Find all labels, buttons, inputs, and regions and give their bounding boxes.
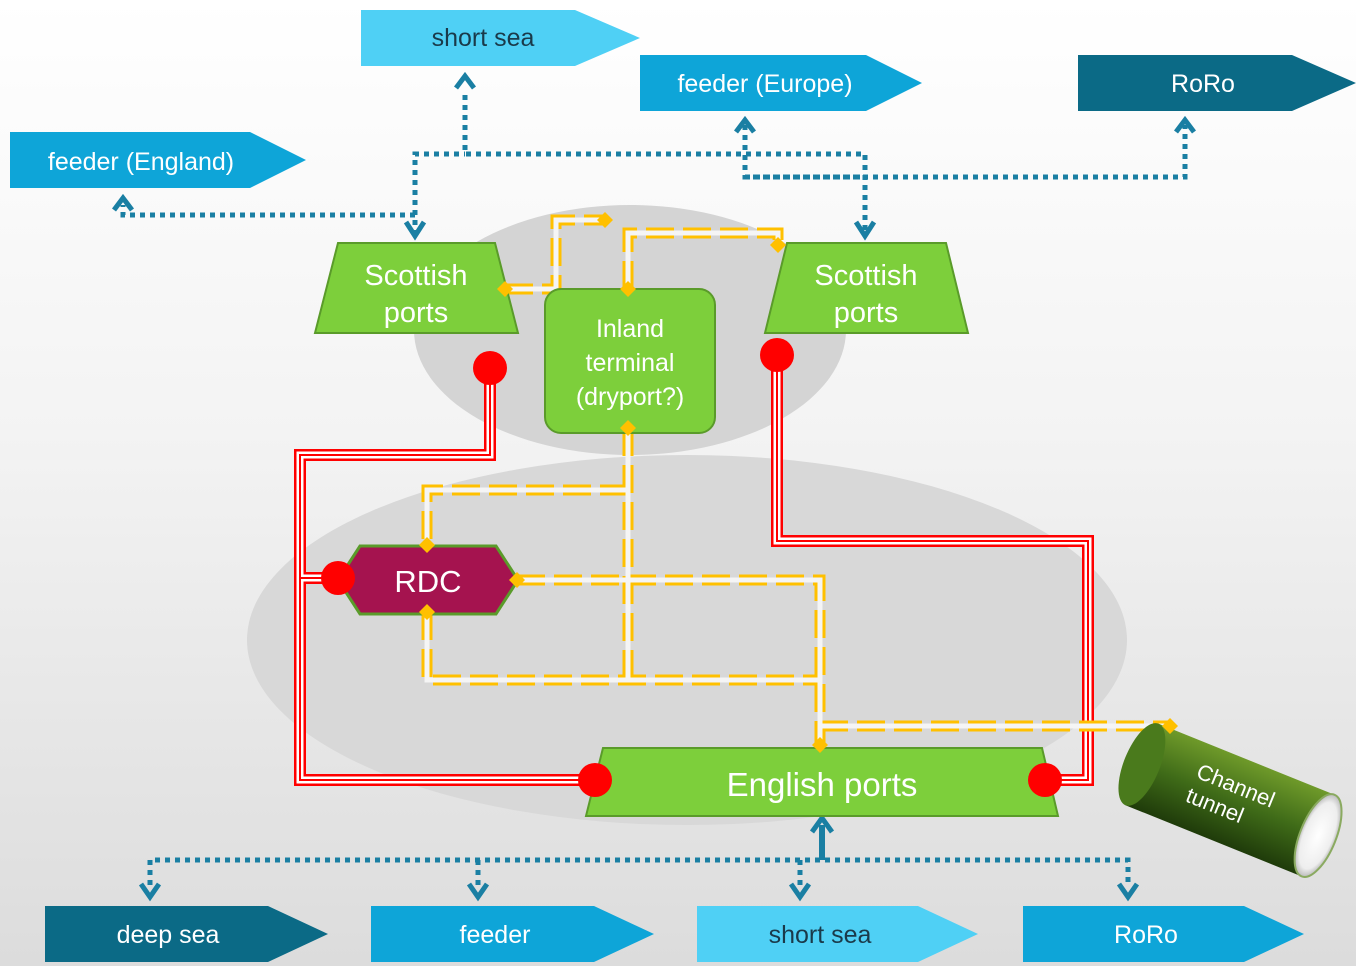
sea-links-top [120,95,1188,235]
sea-link-arrowheads-bottom [138,813,1140,902]
rail-terminal-dot [578,763,612,797]
road-connectors [419,212,1178,753]
arrow-down-icon [853,220,877,241]
diamond-icon [812,737,828,753]
flag-top-roro-label: RoRo [1171,70,1235,98]
scottish-ports-left-line2: ports [384,297,448,329]
flag-top-feeder-europe-label: feeder (Europe) [677,70,852,98]
inland-terminal: Inland terminal (dryport?) [544,288,716,434]
diamond-icon [770,237,786,253]
flag-bottom-shortsea-label: short sea [769,921,872,949]
arrow-up-icon [734,115,756,134]
flag-bottom-roro: RoRo [1023,906,1304,962]
channel-tunnel: Channel tunnel [1118,723,1343,878]
diamond-icon [620,281,636,297]
diamond-icon [419,537,435,553]
english-ports-label: English ports [727,766,918,803]
inland-terminal-line3: (dryport?) [576,383,684,411]
arrow-down-icon [466,882,490,902]
flag-bottom-deepsea-label: deep sea [117,921,220,949]
arrow-up-icon [809,813,835,834]
diamond-icon [497,281,513,297]
flag-bottom-roro-label: RoRo [1114,921,1178,949]
scottish-ports-right: Scottish ports [763,242,970,334]
rail-terminal-dot [1028,763,1062,797]
flag-bottom-shortsea: short sea [697,906,978,962]
arrow-down-icon [788,882,812,902]
sea-link-arrowheads-top [112,71,1196,241]
rail-terminal-dot [321,561,355,595]
inland-terminal-line2: terminal [586,349,675,377]
rdc-node: RDC [336,544,520,616]
inland-terminal-line1: Inland [596,315,664,343]
arrow-down-icon [138,882,162,902]
arrow-down-icon [1116,882,1140,902]
flag-top-feeder-england: feeder (England) [10,132,306,188]
arrow-up-icon [454,71,476,90]
sea-links-bottom [147,857,1131,885]
diamond-icon [597,212,613,228]
scottish-ports-left: Scottish ports [313,242,520,334]
rail-terminals [321,338,1062,797]
arrow-up-icon [112,193,134,212]
english-ports: English ports [584,747,1060,817]
diamond-icon [509,572,525,588]
road-links [421,214,1170,745]
flag-top-roro: RoRo [1078,55,1356,111]
rail-terminal-dot [760,338,794,372]
diamond-icon [1162,718,1178,734]
flag-top-feeder-england-label: feeder (England) [48,148,234,176]
rdc-label: RDC [394,564,461,599]
scottish-ports-right-line2: ports [834,297,898,329]
flag-bottom-deepsea: deep sea [45,906,328,962]
flag-bottom-feeder: feeder [371,906,654,962]
scottish-ports-left-line1: Scottish [364,260,467,292]
diamond-icon [620,420,636,436]
flag-top-shortsea-label: short sea [432,24,535,52]
rail-terminal-dot [473,351,507,385]
arrow-up-icon [1174,115,1196,134]
flag-top-shortsea: short sea [361,10,640,66]
arrow-down-icon [403,220,427,241]
scottish-ports-right-line1: Scottish [814,260,917,292]
flag-bottom-feeder-label: feeder [460,921,531,949]
flag-top-feeder-europe: feeder (Europe) [640,55,922,111]
diamond-icon [419,604,435,620]
